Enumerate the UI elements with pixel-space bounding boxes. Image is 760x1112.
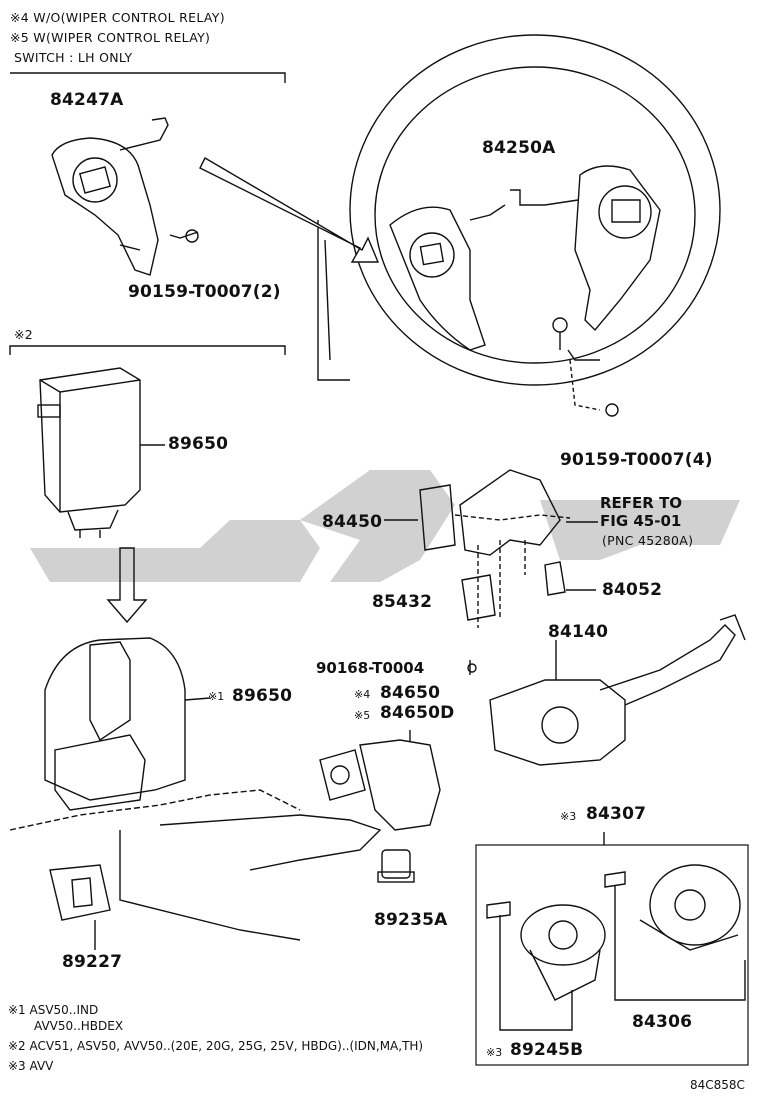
part-84307[interactable]: 84307 [586, 804, 647, 824]
part-90159-T0007-2[interactable]: 90159-T0007(2) [128, 282, 281, 302]
spiral-cable-drawing [486, 864, 746, 1031]
switch-84140-drawing [489, 614, 746, 766]
watermark-logo [30, 470, 740, 582]
refer-line-1: REFER TO [600, 494, 683, 512]
down-arrow [106, 547, 148, 624]
refer-line-3: (PNC 45280A) [602, 533, 694, 548]
bracket-84450-drawing [384, 469, 598, 675]
part-84140[interactable]: 84140 [548, 622, 609, 642]
note-wo-relay: ※4 W/O(WIPER CONTROL RELAY) [10, 10, 225, 25]
part-84247A[interactable]: 84247A [50, 90, 124, 110]
mark-4: ※4 [354, 688, 371, 701]
part-84650[interactable]: 84650 [380, 683, 441, 703]
figure-code: 84C858C [690, 1078, 745, 1092]
legend-2: ※2 ACV51, ASV50, AVV50..(20E, 20G, 25G, … [8, 1039, 424, 1053]
switch-84650-drawing [319, 730, 441, 883]
part-84650D[interactable]: 84650D [380, 703, 455, 723]
part-90159-T0007-4[interactable]: 90159-T0007(4) [560, 450, 713, 470]
legend-1a: ※1 ASV50..IND [8, 1003, 99, 1017]
switch-84247A-drawing [51, 117, 199, 276]
kit-84307-box [475, 844, 749, 1066]
part-89650-column[interactable]: 89650 [232, 686, 293, 706]
steering-wheel-drawing [317, 34, 721, 417]
note-mark-2: ※2 [14, 327, 34, 342]
part-89650[interactable]: 89650 [168, 434, 229, 454]
part-84052[interactable]: 84052 [602, 580, 663, 600]
legend-3: ※3 AVV [8, 1059, 54, 1073]
assembly-arrow [199, 157, 380, 263]
mark-3-kit: ※3 [560, 810, 577, 823]
part-89227[interactable]: 89227 [62, 952, 123, 972]
part-90168-T0004[interactable]: 90168-T0004 [316, 659, 425, 677]
legend-1b: AVV50..HBDEX [34, 1019, 124, 1033]
note-switch-lh: SWITCH : LH ONLY [14, 50, 133, 65]
mark-5: ※5 [354, 709, 371, 722]
note-w-relay: ※5 W(WIPER CONTROL RELAY) [10, 30, 211, 45]
ecu-89650-drawing [37, 367, 165, 538]
part-85432[interactable]: 85432 [372, 592, 433, 612]
mark-3-cable: ※3 [486, 1046, 503, 1059]
mark-1: ※1 [208, 690, 225, 703]
column-89650-drawing [9, 637, 382, 950]
part-89245B[interactable]: 89245B [510, 1040, 584, 1060]
part-84450[interactable]: 84450 [322, 512, 383, 532]
part-84306[interactable]: 84306 [632, 1012, 693, 1032]
part-84250A[interactable]: 84250A [482, 138, 556, 158]
refer-line-2[interactable]: FIG 45-01 [600, 512, 682, 530]
part-89235A[interactable]: 89235A [374, 910, 448, 930]
